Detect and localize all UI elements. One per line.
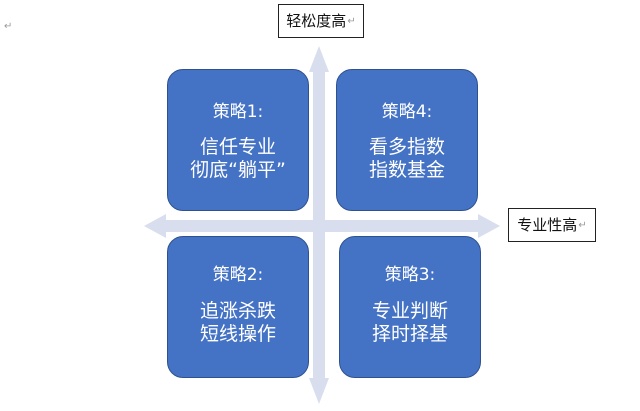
quadrant-bottom-right: 策略3: 专业判断 择时择基 xyxy=(339,236,481,378)
vertical-axis-arrow-down xyxy=(309,378,329,404)
horizontal-axis-label-text: 专业性高 xyxy=(517,215,578,234)
vertical-axis-label-text: 轻松度高 xyxy=(286,11,347,30)
quadrant-line: 指数基金 xyxy=(368,159,445,181)
quadrant-line: 择时择基 xyxy=(371,323,448,345)
paragraph-mark: ↵ xyxy=(347,15,356,27)
horizontal-axis-arrow-right xyxy=(478,214,500,238)
horizontal-axis-label: 专业性高↵ xyxy=(508,208,596,242)
quadrant-line: 信任专业 xyxy=(199,136,276,158)
quadrant-title: 策略4: xyxy=(381,102,433,122)
quadrant-title: 策略1: xyxy=(212,102,264,122)
vertical-axis-label: 轻松度高↵ xyxy=(278,4,364,38)
vertical-axis-arrow-up xyxy=(309,46,329,72)
quadrant-title: 策略3: xyxy=(384,265,436,285)
paragraph-mark: ↵ xyxy=(578,219,587,231)
paragraph-mark: ↵ xyxy=(4,21,13,32)
quadrant-top-right: 策略4: 看多指数 指数基金 xyxy=(336,69,478,211)
quadrant-line: 专业判断 xyxy=(371,300,448,322)
quadrant-title: 策略2: xyxy=(212,265,264,285)
quadrant-line: 追涨杀跌 xyxy=(199,300,276,322)
quadrant-line: 看多指数 xyxy=(368,136,445,158)
horizontal-axis-shaft xyxy=(162,220,480,232)
quadrant-bottom-left: 策略2: 追涨杀跌 短线操作 xyxy=(167,236,309,378)
quadrant-line: 短线操作 xyxy=(199,323,276,345)
horizontal-axis-arrow-left xyxy=(144,214,166,238)
quadrant-line: 彻底“躺平” xyxy=(190,159,286,181)
quadrant-top-left: 策略1: 信任专业 彻底“躺平” xyxy=(167,69,309,211)
